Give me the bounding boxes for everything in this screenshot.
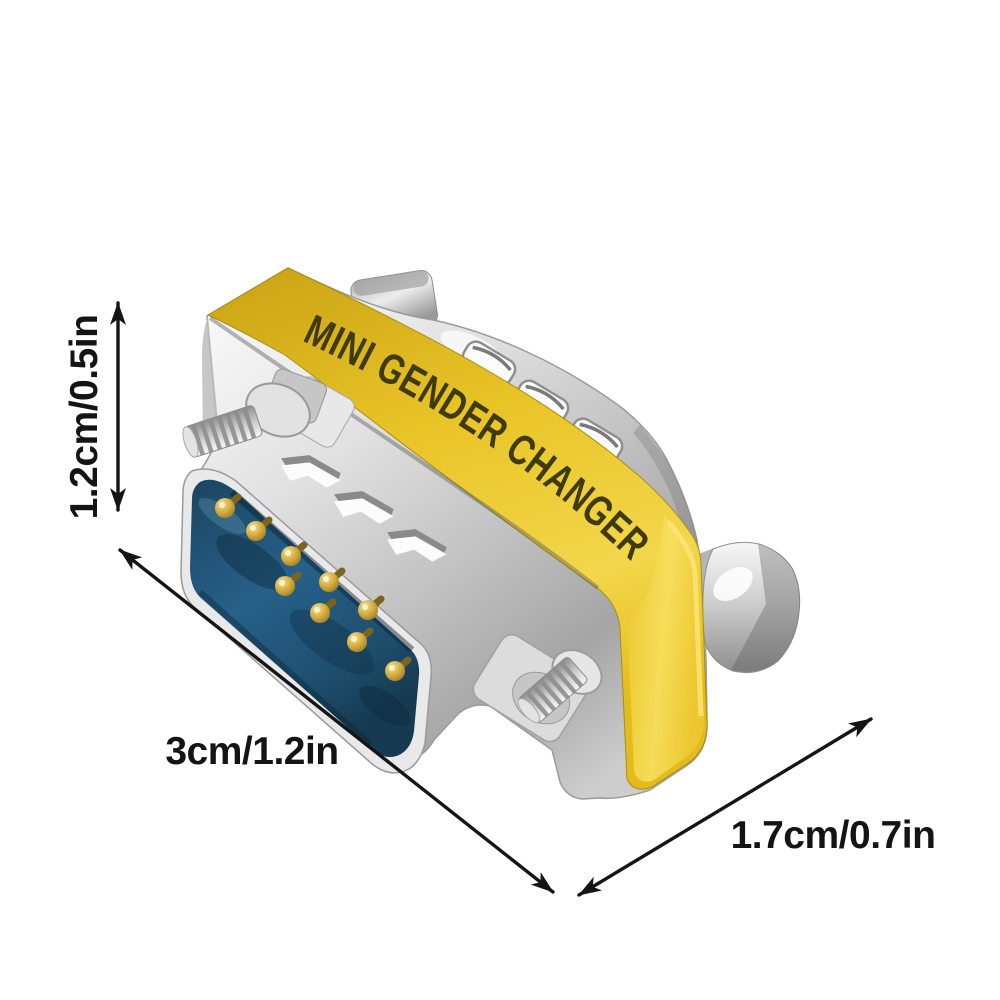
top-jack-screw: [182, 368, 355, 458]
height-dimension-label: 1.2cm/0.5in: [63, 315, 106, 520]
width-dimension-label: 1.7cm/0.7in: [731, 814, 936, 857]
hex-standoff: [702, 541, 801, 674]
length-dimension-label: 3cm/1.2in: [165, 730, 338, 773]
dimension-annotations: 1.2cm/0.5in 3cm/1.2in 1.7cm/0.7in: [63, 301, 936, 897]
length-arrow: [118, 548, 555, 894]
band-shadow: [208, 316, 600, 590]
label-band-end-face: [627, 515, 704, 782]
vent-slots: [461, 340, 624, 463]
label-band-fold-highlight: [666, 520, 704, 717]
gender-changer-adapter: MINI GENDER CHANGER: [180, 267, 801, 800]
width-arrow: [577, 717, 873, 897]
